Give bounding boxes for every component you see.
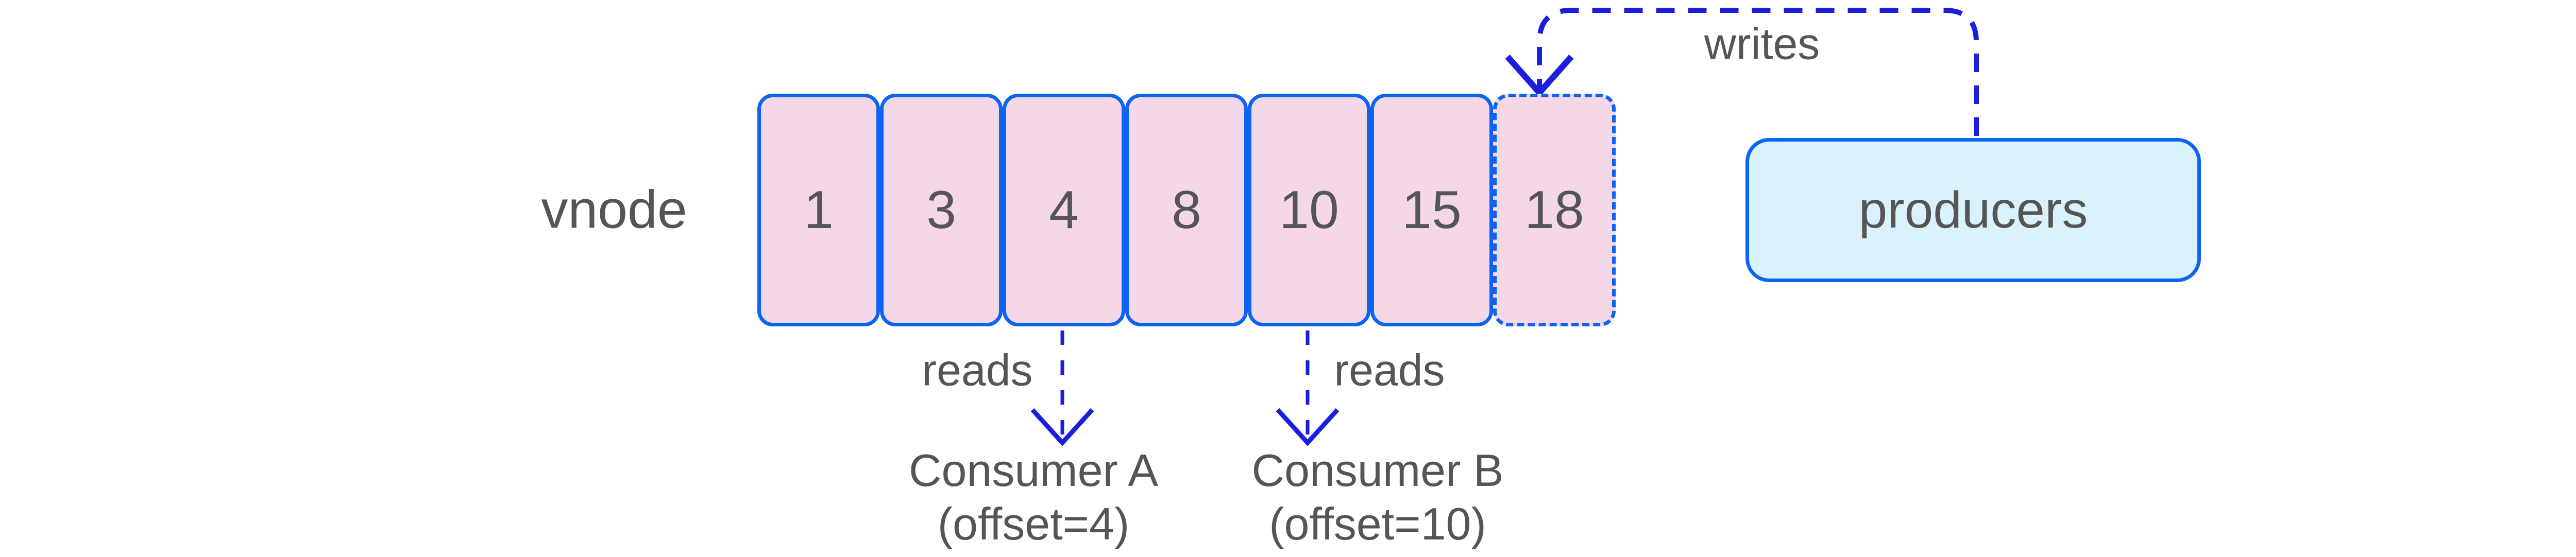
cell-value: 10 [1279, 180, 1339, 240]
reads-a-arrowhead-icon [1030, 408, 1094, 446]
cell-value: 4 [1049, 180, 1079, 240]
cell-value: 8 [1172, 180, 1201, 240]
vnode-label: vnode [541, 180, 687, 240]
consumer-a-label: Consumer A (offset=4) [909, 444, 1158, 551]
reads-label-a: reads [922, 345, 1033, 395]
reads-b-arrowhead-icon [1276, 408, 1340, 446]
vnode-cell-8: 8 [1125, 94, 1248, 326]
cell-value: 1 [804, 180, 834, 240]
vnode-cell-15: 15 [1370, 94, 1493, 326]
writes-arrowhead-icon [1505, 55, 1574, 98]
consumer-b-label: Consumer B (offset=10) [1251, 444, 1503, 551]
reads-label-b: reads [1334, 345, 1445, 395]
consumer-b-offset: (offset=10) [1269, 498, 1486, 549]
vnode-cell-4: 4 [1003, 94, 1125, 326]
cell-value: 18 [1524, 180, 1584, 240]
cell-value: 15 [1402, 180, 1462, 240]
vnode-cell-10: 10 [1248, 94, 1370, 326]
producers-box: producers [1745, 138, 2201, 282]
writes-label: writes [1704, 19, 1820, 69]
consumer-b-name: Consumer B [1251, 445, 1504, 496]
consumer-a-offset: (offset=4) [937, 498, 1130, 549]
vnode-cell-1: 1 [757, 94, 880, 326]
vnode-cell-row: 1 3 4 8 10 15 18 [757, 94, 1616, 326]
cell-value: 3 [926, 180, 956, 240]
vnode-cell-3: 3 [880, 94, 1003, 326]
producers-label: producers [1858, 181, 2088, 239]
consumer-a-name: Consumer A [908, 445, 1159, 496]
vnode-cell-18: 18 [1493, 94, 1616, 326]
